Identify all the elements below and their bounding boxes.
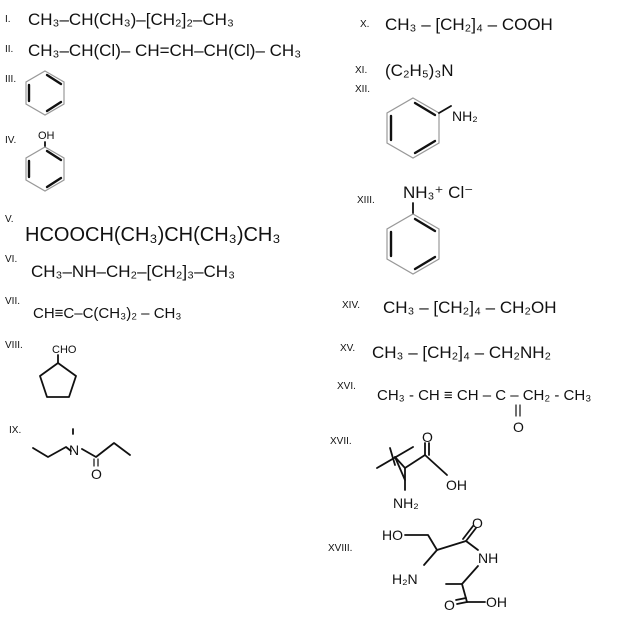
label-xv: XV. xyxy=(340,343,355,354)
formula-vi: CH₃–NH–CH₂–[CH₂]₃–CH₃ xyxy=(31,262,235,281)
amino-acid-structure-xvii: O OH NH₂ xyxy=(376,429,467,511)
formula-xi: (C₂H₅)₃N xyxy=(385,61,454,80)
label-x: X. xyxy=(360,19,369,30)
xvi-oxygen: O xyxy=(513,419,524,435)
label-iii: III. xyxy=(5,74,16,85)
iv-oh: OH xyxy=(38,130,55,142)
xviii-amide-oxygen: O xyxy=(472,515,483,531)
xviii-amide-nh: NH xyxy=(478,550,498,566)
xii-amino: NH₂ xyxy=(452,108,478,124)
label-xiv: XIV. xyxy=(342,300,360,311)
xvi-carbonyl: O xyxy=(513,404,524,435)
viii-cho: CHO xyxy=(52,344,77,356)
benzene-ring-iii xyxy=(25,70,65,116)
xiii-ammonium-chloride: NH₃⁺ Cl⁻ xyxy=(403,183,473,202)
label-ix: IX. xyxy=(9,425,21,436)
formula-xiv: CH₃ – [CH₂]₄ – CH₂OH xyxy=(383,298,556,317)
formula-x: CH₃ – [CH₂]₄ – COOH xyxy=(385,15,553,34)
label-iv: IV. xyxy=(5,135,16,146)
formula-v: HCOOCH(CH₃)CH(CH₃)CH₃ xyxy=(25,224,281,246)
anilinium-structure-xiii: NH₃⁺ Cl⁻ xyxy=(386,183,473,275)
label-xvii: XVII. xyxy=(330,436,352,447)
label-vi: VI. xyxy=(5,254,17,265)
formula-ii: CH₃–CH(Cl)– CH=CH–CH(Cl)– CH₃ xyxy=(28,41,301,60)
label-xii: XII. xyxy=(355,84,370,95)
xviii-carboxyl-hydroxyl: OH xyxy=(486,594,507,610)
xviii-carboxyl-oxygen: O xyxy=(444,597,455,613)
cyclopentane-structure-viii: CHO xyxy=(39,344,77,398)
label-xi: XI. xyxy=(355,65,367,76)
ix-nitrogen: N xyxy=(69,442,79,458)
ix-oxygen: O xyxy=(91,466,102,482)
formula-xv: CH₃ – [CH₂]₄ – CH₂NH₂ xyxy=(372,343,551,362)
phenol-structure-iv: OH xyxy=(25,130,65,192)
xviii-amine: H₂N xyxy=(392,571,418,587)
label-xvi: XVI. xyxy=(337,381,356,392)
xvii-hydroxyl: OH xyxy=(446,477,467,493)
dipeptide-structure-xviii: HO O NH H₂N O OH xyxy=(382,515,507,613)
xvii-amino: NH₂ xyxy=(393,495,419,511)
formula-xvi: CH₃ - CH ≡ CH – C – CH₂ - CH₃ xyxy=(377,387,591,404)
xviii-hydroxyl: HO xyxy=(382,527,403,543)
formula-vii: CH≡C–C(CH₃)₂ – CH₃ xyxy=(33,305,181,322)
label-ii: II. xyxy=(5,44,13,55)
aniline-structure-xii: NH₂ xyxy=(386,97,478,159)
label-i: I. xyxy=(5,14,11,25)
label-xiii: XIII. xyxy=(357,195,375,206)
label-vii: VII. xyxy=(5,296,20,307)
amide-structure-ix: N O xyxy=(32,428,131,482)
xvii-carbonyl-oxygen: O xyxy=(422,429,433,445)
label-xviii: XVIII. xyxy=(328,543,352,554)
formula-i: CH₃–CH(CH₃)–[CH₂]₂–CH₃ xyxy=(28,10,234,29)
label-v: V. xyxy=(5,214,14,225)
label-viii: VIII. xyxy=(5,340,23,351)
